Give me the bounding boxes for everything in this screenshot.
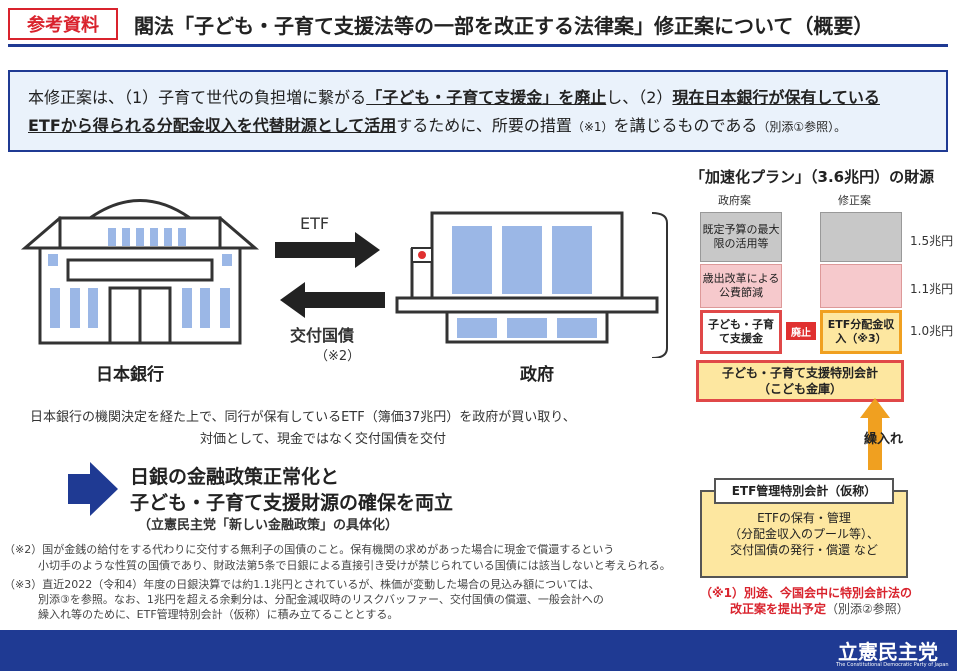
etf-account-description: ETFの保有・管理 （分配金収入のプール等）、 交付国債の発行・償還 など — [700, 510, 908, 558]
bank-of-japan-label: 日本銀行 — [96, 365, 164, 385]
intro-text: し、（2） — [606, 88, 673, 107]
conclusion-line-3: （立憲民主党「新しい金融政策」の具体化） — [138, 518, 399, 533]
reference-material-badge: 参考資料 — [8, 8, 118, 40]
existing-budget-block: 既定予算の最大限の活用等 — [700, 212, 782, 262]
abolish-tag: 廃止 — [786, 322, 816, 340]
child-account-line-1: 子ども・子育て支援特別会計 — [721, 366, 878, 380]
etf-desc-line-1: ETFの保有・管理 — [757, 511, 851, 525]
amount-1-0: 1.0兆円 — [910, 324, 954, 338]
note-1-ref: （別添②参照） — [826, 602, 909, 616]
transfer-label: 繰入れ — [864, 432, 904, 447]
modified-plan-header: 修正案 — [838, 194, 871, 207]
etf-dividend-block: ETF分配金収入（※3） — [820, 310, 902, 354]
government-plan-header: 政府案 — [718, 194, 751, 207]
conclusion-line-1: 日銀の金融政策正常化と — [130, 466, 340, 488]
note-1-line-2: 改正案を提出予定（別添②参照） — [730, 600, 909, 617]
etf-desc-line-3: 交付国債の発行・償還 など — [730, 543, 878, 557]
support-fund-block: 子ども・子育て支援金 — [700, 310, 782, 354]
footnote-2-line-2: 小切手のような性質の国債であり、財政法第5条で日銀による直接引き受けが禁じられて… — [38, 559, 671, 572]
footnote-3-line-1: （※3）直近2022（令和4）年度の日銀決算では約1.1兆円とされているが、株価… — [4, 578, 600, 591]
footnote-3-line-2: 別添③を参照。なお、1兆円を超える余剰分は、分配金減収時のリスクバッファー、交付… — [38, 593, 604, 606]
intro-text: するために、所要の措置 — [396, 116, 572, 135]
amount-1-1: 1.1兆円 — [910, 282, 954, 296]
intro-highlight: 「子ども・子育て支援金」を廃止 — [366, 88, 607, 107]
intro-line-1: 本修正案は、（1）子育て世代の負担増に繋がる「子ども・子育て支援金」を廃止し、（… — [28, 84, 928, 112]
acceleration-plan-title: 「加速化プラン」（3.6兆円）の財源 — [690, 168, 935, 186]
grant-bond-label: 交付国債 — [290, 326, 355, 345]
right-arrow-icon — [68, 462, 118, 516]
description-line-2: 対価として、現金ではなく交付国債を交付 — [200, 432, 446, 447]
note-1-text: 改正案を提出予定 — [730, 602, 827, 616]
description-line-1: 日本銀行の機関決定を経た上で、同行が保有しているETF（簿価37兆円）を政府が買… — [30, 410, 576, 425]
footnote-2-line-1: （※2）国が金銭の給付をする代わりに交付する無利子の国債のこと。保有機関の求めが… — [4, 543, 615, 556]
etf-label: ETF — [300, 214, 330, 233]
etf-desc-line-2: （分配金収入のプール等）、 — [728, 527, 879, 541]
amount-1-5: 1.5兆円 — [910, 234, 954, 248]
up-arrow-icon — [860, 398, 890, 470]
child-special-account-block: 子ども・子育て支援特別会計 （こども金庫） — [696, 360, 904, 402]
party-logo: 立憲民主党 — [838, 640, 938, 664]
spending-reform-block: 歳出改革による公費節減 — [700, 264, 782, 308]
intro-text: 本修正案は、（1）子育て世代の負担増に繋がる — [28, 88, 367, 107]
intro-highlight: ETFから得られる分配金収入を代替財源として活用 — [28, 116, 397, 135]
party-subtitle: The Constitutional Democratic Party of J… — [836, 662, 949, 668]
intro-note: （※1） — [571, 120, 614, 134]
existing-budget-block-mod — [820, 212, 902, 262]
bank-of-japan-icon — [20, 199, 260, 345]
government-building-icon — [395, 211, 668, 358]
page-title: 閣法「子ども・子育て支援法等の一部を改正する法律案」修正案について（概要） — [134, 14, 874, 38]
intro-line-2: ETFから得られる分配金収入を代替財源として活用するために、所要の措置（※1）を… — [28, 112, 928, 141]
government-label: 政府 — [520, 365, 554, 385]
header-divider — [8, 44, 948, 47]
footer-bar — [0, 630, 957, 671]
note-1-line-1: （※1）別途、今国会中に特別会計法の — [700, 586, 913, 600]
conclusion-line-2: 子ども・子育て支援財源の確保を両立 — [130, 492, 454, 514]
intro-box: 本修正案は、（1）子育て世代の負担増に繋がる「子ども・子育て支援金」を廃止し、（… — [8, 70, 948, 152]
intro-ref: （別添①参照）。 — [757, 120, 847, 134]
note-2-label: （※2） — [315, 349, 361, 364]
child-account-line-2: （こども金庫） — [757, 382, 842, 396]
intro-highlight: 現在日本銀行が保有している — [672, 88, 880, 107]
etf-account-title: ETF管理特別会計（仮称） — [714, 478, 894, 504]
exchange-arrows-icon — [275, 232, 385, 318]
intro-text: を講じるものである — [613, 116, 758, 135]
spending-reform-block-mod — [820, 264, 902, 308]
etf-management-account-box — [700, 490, 908, 578]
footnote-3-line-3: 繰入れ等のために、ETF管理特別会計（仮称）に積み立てることとする。 — [38, 608, 399, 621]
